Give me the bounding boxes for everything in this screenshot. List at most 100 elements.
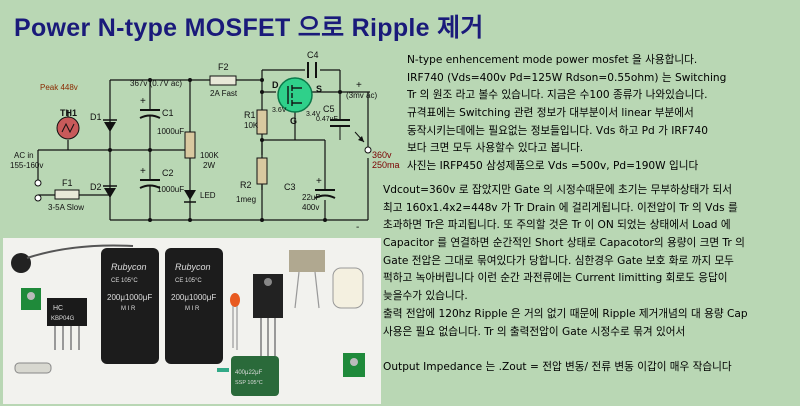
label-ac-in: AC in [14, 151, 34, 160]
diode-d2 [104, 188, 116, 198]
capacitor-c4 [307, 62, 317, 78]
text-line: 초과하면 Tr은 파괴됩니다. 또 주의할 것은 Tr 이 ON 되었는 상태에… [383, 219, 731, 232]
label-r2: R2 [240, 180, 252, 190]
text-line: 사용은 필요 없습니다. Tr 의 출력전압이 Gate 시정수로 묶겨 있어서 [383, 325, 686, 338]
text-line: 규격표에는 Switching 관련 정보가 대부분이서 linear 부분에서 [407, 107, 694, 120]
right-text-block: N-type enhencement mode power mosfet 을 사… [407, 52, 726, 176]
svg-text:M I R: M I R [185, 306, 200, 312]
text-line: Output Impedance 는 .Zout = 전압 변동/ 전류 변동 … [383, 360, 732, 373]
svg-text:CE 105°C: CE 105°C [111, 278, 138, 284]
photo-bridge-rectifier [47, 298, 87, 326]
svg-text:M I R: M I R [121, 306, 136, 312]
text-line: 동작시키는데에는 필요없는 정보들입니다. Vds 하고 Pd 가 IRF740 [407, 124, 709, 137]
capacitor-c1 [139, 109, 161, 119]
label-f1: F1 [62, 178, 73, 188]
ac-terminal-a [34, 179, 42, 187]
label-c3: C3 [284, 182, 296, 192]
label-f1-rating: 3-5A Slow [48, 203, 84, 212]
circuit-schematic: Peak 448v 367v (0.7V ac) TH1 AC in 155-1… [10, 50, 400, 233]
text-line: 퍽하고 녹아버립니다 이런 순간 과전류에는 Current limitting… [383, 272, 728, 285]
text-line: N-type enhencement mode power mosfet 을 사… [407, 54, 698, 66]
label-v1: 3.6V [272, 107, 287, 114]
svg-text:KBP04G: KBP04G [51, 316, 75, 322]
svg-text:200μ1000μF: 200μ1000μF [171, 293, 216, 302]
diode-d1 [104, 122, 116, 132]
svg-text:200μ1000μF: 200μ1000μF [107, 293, 152, 302]
photo-capacitor-2: Rubycon CE 105°C 200μ1000μF M I R [165, 248, 223, 364]
label-out-v: 360v [372, 150, 392, 160]
label-c4: C4 [307, 50, 319, 60]
label-led: LED [200, 191, 216, 200]
svg-text:Rubycon: Rubycon [111, 262, 147, 272]
resistor-100k [184, 131, 196, 159]
label-peak: Peak 448v [40, 83, 78, 92]
fuse-f2 [209, 75, 237, 86]
text-line: Capacitor 를 연결하면 순간적인 Short 상태로 Capacoto… [383, 237, 745, 250]
label-c2: C2 [162, 168, 174, 178]
text-line [383, 341, 748, 359]
svg-text:SSP 105°C: SSP 105°C [235, 380, 263, 386]
mosfet-irf740 [277, 77, 313, 113]
label-pin-d: D [272, 80, 279, 90]
text-line: Vdcout=360v 로 잡았지만 Gate 의 시정수때문에 초기는 무부하… [383, 184, 732, 196]
text-line: 보다 크면 모두 사용할수 있다고 봅니다. [407, 142, 584, 155]
components-photo: HC KBP04G Rubycon CE 105°C 200μ1000μF M … [3, 238, 381, 404]
label-r1: R1 [244, 110, 256, 120]
label-out-minus: - [356, 222, 359, 233]
label-c2-plus: + [140, 166, 146, 177]
svg-text:HC: HC [53, 305, 63, 312]
photo-resistor [217, 368, 229, 372]
label-c3-val: 22uF [302, 193, 320, 202]
bottom-text-block: Vdcout=360v 로 잡았지만 Gate 의 시정수때문에 초기는 무부하… [383, 182, 748, 377]
capacitor-c5 [330, 119, 350, 140]
label-rail: 367v (0.7V ac) [130, 79, 182, 88]
photo-axial-cap [332, 267, 364, 309]
label-out-plus: + [356, 80, 362, 91]
svg-text:CE 105°C: CE 105°C [175, 278, 202, 284]
label-ac-range: 155-160v [10, 161, 43, 170]
ac-terminal-b [34, 194, 42, 202]
label-pin-s: S [316, 84, 322, 94]
photo-thermistor [11, 253, 31, 273]
label-r1-val: 10K [244, 121, 259, 130]
label-r2-val: 1meg [236, 195, 256, 204]
label-c5: C5 [323, 104, 335, 114]
label-c2-val: 1000uF [157, 185, 184, 194]
label-f2: F2 [218, 62, 229, 72]
output-terminal [364, 146, 372, 154]
resistor-r1 [256, 109, 268, 135]
label-r-load-w: 2W [203, 161, 215, 170]
label-c1-val: 1000uF [157, 127, 184, 136]
label-pin-g: G [290, 116, 297, 126]
photo-small-capacitor: 400μ22μF SSP 105°C [231, 356, 279, 396]
photo-film-cap [289, 250, 325, 272]
capacitor-c2 [139, 179, 161, 189]
label-c1-plus: + [140, 96, 146, 107]
text-line: Gate 전압은 그대로 묶여있다가 당합니다. 심한경우 Gate 보호 화로… [383, 254, 734, 267]
fuse-f1 [54, 189, 80, 200]
svg-text:Rubycon: Rubycon [175, 262, 211, 272]
label-r-load: 100K [200, 151, 219, 160]
led [184, 190, 196, 200]
label-out-i: 250ma [372, 160, 400, 170]
text-line: IRF740 (Vds=400v Pd=125W Rdson=0.55ohm) … [407, 71, 727, 84]
label-c3-v: 400v [302, 203, 319, 212]
label-c1: C1 [162, 108, 174, 118]
page-title: Power N-type MOSFET 으로 Ripple 제거 [14, 14, 484, 42]
resistor-r2 [256, 157, 268, 185]
label-ripple: (3mv ac) [346, 91, 377, 100]
capacitor-c3 [314, 189, 336, 199]
label-v2: 3.4V [306, 111, 321, 118]
text-line: 사진는 IRFP450 삼성제품으로 Vds =500v, Pd=190W 입니… [407, 160, 699, 173]
svg-text:400μ22μF: 400μ22μF [235, 370, 263, 376]
label-d2: D2 [90, 182, 102, 192]
label-f2-rating: 2A Fast [210, 89, 238, 98]
text-line: Tr 의 원조 라고 볼수 있습니다. 지금은 수100 종류가 나와있습니다. [407, 89, 708, 102]
output-arrow-icon [354, 131, 365, 143]
label-c5-val: 0.47uF [316, 116, 338, 123]
photo-fuse [14, 362, 52, 374]
label-c3-plus: + [316, 176, 322, 187]
label-th1: TH1 [60, 108, 77, 118]
photo-led [230, 293, 240, 307]
text-line: 출력 전압에 120hz Ripple 은 거의 없기 때문에 Ripple 제… [383, 307, 748, 320]
